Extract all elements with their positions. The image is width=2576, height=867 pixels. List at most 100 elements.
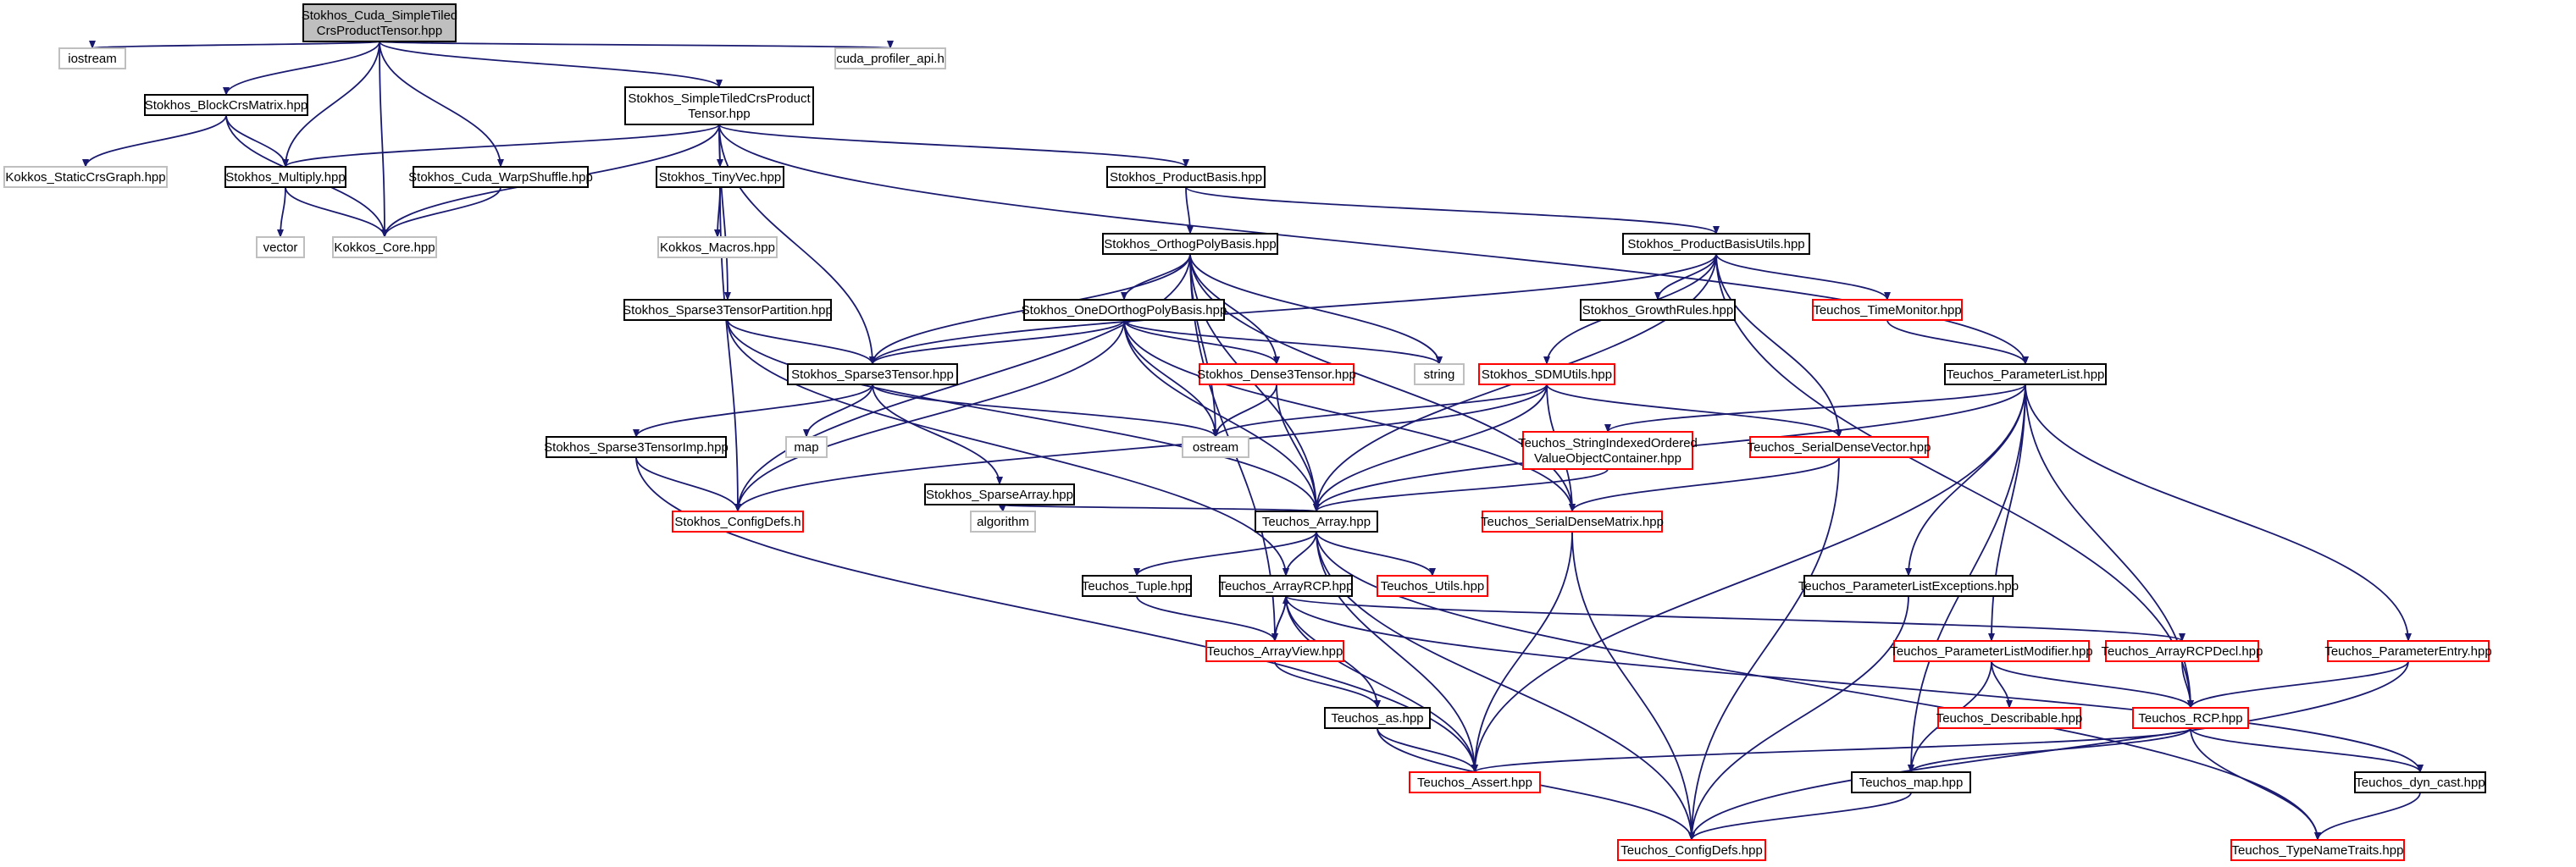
edge-prodbasisutils-to-growth: [1654, 253, 1717, 301]
edge-tarray-to-tuple: [1133, 531, 1317, 577]
edge-sparsearray-to-tarray: [999, 503, 1320, 512]
node-label: Teuchos_SerialDenseVector.hpp: [1748, 440, 1931, 455]
node-paramentry[interactable]: Teuchos_ParameterEntry.hpp: [2324, 640, 2492, 662]
node-arrayview[interactable]: Teuchos_ArrayView.hpp: [1205, 640, 1344, 662]
edge-oned-to-tarray: [1123, 319, 1320, 512]
node-sparsearray[interactable]: Stokhos_SparseArray.hpp: [924, 483, 1075, 505]
node-oned[interactable]: Stokhos_OneDOrthogPolyBasis.hpp: [1022, 299, 1227, 321]
node-describable[interactable]: Teuchos_Describable.hpp: [1936, 707, 2083, 729]
node-box: [1851, 771, 1971, 793]
node-tinyvec[interactable]: Stokhos_TinyVec.hpp: [656, 166, 784, 188]
node-vector[interactable]: vector: [256, 236, 305, 258]
node-box: [2132, 707, 2249, 729]
node-tuple[interactable]: Teuchos_Tuple.hpp: [1082, 575, 1192, 597]
node-sp3imp[interactable]: Stokhos_Sparse3TensorImp.hpp: [544, 436, 728, 458]
node-iostream[interactable]: iostream: [58, 47, 126, 69]
node-prodbasis[interactable]: Stokhos_ProductBasis.hpp: [1106, 166, 1266, 188]
node-paramlist[interactable]: Teuchos_ParameterList.hpp: [1944, 363, 2107, 385]
node-box: [1893, 640, 2090, 662]
edge-sp3-to-sparsearray: [872, 384, 1003, 485]
edge-sp3part-to-sp3: [727, 319, 876, 365]
node-box: [2230, 839, 2405, 861]
node-configdefsh[interactable]: Stokhos_ConfigDefs.h: [672, 511, 804, 533]
node-label: CrsProductTensor.hpp: [317, 24, 442, 38]
node-box: [2354, 771, 2486, 793]
node-arrayrcp[interactable]: Teuchos_ArrayRCP.hpp: [1219, 575, 1354, 597]
node-tutils[interactable]: Teuchos_Utils.hpp: [1377, 575, 1488, 597]
node-serialvec[interactable]: Teuchos_SerialDenseVector.hpp: [1748, 436, 1931, 458]
node-arrayrcpdecl[interactable]: Teuchos_ArrayRCPDecl.hpp: [2102, 640, 2263, 662]
node-tmap[interactable]: Teuchos_map.hpp: [1851, 771, 1971, 793]
node-label: Teuchos_Describable.hpp: [1936, 711, 2083, 726]
edge-root-to-simpletiled: [379, 41, 723, 88]
node-sp3part[interactable]: Stokhos_Sparse3TensorPartition.hpp: [623, 299, 833, 321]
node-string[interactable]: string: [1414, 363, 1465, 385]
node-dyncast[interactable]: Teuchos_dyn_cast.hpp: [2354, 771, 2486, 793]
node-label: Stokhos_Multiply.hpp: [225, 170, 345, 185]
node-kcore[interactable]: Kokkos_Core.hpp: [332, 236, 437, 258]
node-growth[interactable]: Stokhos_GrowthRules.hpp: [1580, 299, 1736, 321]
node-label: string: [1424, 367, 1455, 382]
node-label: vector: [263, 240, 298, 255]
edge-orthopoly-to-dense3: [1189, 253, 1280, 365]
node-kmacros[interactable]: Kokkos_Macros.hpp: [657, 236, 778, 258]
node-box: [144, 94, 308, 116]
edge-root-to-blockcrs: [223, 41, 380, 96]
node-box: [1749, 436, 1929, 458]
node-dense3[interactable]: Stokhos_Dense3Tensor.hpp: [1197, 363, 1356, 385]
node-box: [546, 436, 727, 458]
node-label: Teuchos_as.hpp: [1331, 711, 1423, 726]
edge-tinyvec-to-configdefsh: [719, 186, 741, 512]
node-box: [1324, 707, 1431, 729]
node-plmodifier[interactable]: Teuchos_ParameterListModifier.hpp: [1890, 640, 2093, 662]
node-map[interactable]: map: [785, 436, 828, 458]
node-sdmutils[interactable]: Stokhos_SDMUtils.hpp: [1478, 363, 1615, 385]
edge-prodbasisutils-to-timemon: [1715, 253, 1891, 301]
node-tarray[interactable]: Teuchos_Array.hpp: [1255, 511, 1378, 533]
edge-tas-to-tassert: [1377, 727, 1478, 773]
node-timemon[interactable]: Teuchos_TimeMonitor.hpp: [1812, 299, 1963, 321]
edge-simpletiled-to-prodbasis: [718, 124, 1189, 168]
node-stringindexed[interactable]: Teuchos_StringIndexedOrderedValueObjectC…: [1518, 431, 1698, 470]
node-multiply[interactable]: Stokhos_Multiply.hpp: [224, 166, 346, 188]
node-serialmat[interactable]: Teuchos_SerialDenseMatrix.hpp: [1481, 511, 1664, 533]
edge-rcp-to-dyncast: [2190, 727, 2424, 773]
node-prodbasisutils[interactable]: Stokhos_ProductBasisUtils.hpp: [1622, 233, 1810, 255]
node-ostream[interactable]: ostream: [1182, 436, 1249, 458]
node-orthopoly[interactable]: Stokhos_OrthogPolyBasis.hpp: [1102, 233, 1278, 255]
node-typename[interactable]: Teuchos_TypeNameTraits.hpp: [2230, 839, 2405, 861]
edge-sp3part-to-tarray: [727, 319, 1320, 512]
node-label: Teuchos_Array.hpp: [1262, 515, 1371, 529]
node-kstaticcrs[interactable]: Kokkos_StaticCrsGraph.hpp: [3, 166, 168, 188]
node-blockcrs[interactable]: Stokhos_BlockCrsMatrix.hpp: [144, 94, 308, 116]
node-label: Stokhos_Sparse3TensorPartition.hpp: [623, 303, 833, 318]
node-plexceptions[interactable]: Teuchos_ParameterListExceptions.hpp: [1798, 575, 2019, 597]
node-label: Stokhos_Cuda_WarpShuffle.hpp: [408, 170, 593, 185]
edge-multiply-to-vector: [277, 186, 286, 238]
node-rcp[interactable]: Teuchos_RCP.hpp: [2132, 707, 2249, 729]
node-tconfigdefs[interactable]: Teuchos_ConfigDefs.hpp: [1617, 839, 1766, 861]
edge-arrayrcp-to-dyncast: [1285, 595, 2424, 773]
edge-dense3-to-tarray: [1276, 384, 1320, 512]
node-box: [1622, 233, 1810, 255]
edge-prodbasis-to-orthopoly: [1185, 186, 1194, 235]
node-cudaprof[interactable]: cuda_profiler_api.h: [834, 47, 946, 69]
node-label: Kokkos_Macros.hpp: [660, 240, 775, 255]
edge-tarray-to-tconfigdefs: [1316, 531, 1695, 841]
node-label: Teuchos_TimeMonitor.hpp: [1813, 303, 1961, 318]
node-sp3[interactable]: Stokhos_Sparse3Tensor.hpp: [787, 363, 958, 385]
edge-plexceptions-to-tconfigdefs: [1688, 595, 1909, 841]
edge-arrayview-to-arrayrcp: [1274, 595, 1289, 642]
edge-sparsearray-to-algorithm: [999, 503, 1006, 512]
node-label: Teuchos_Tuple.hpp: [1082, 579, 1192, 594]
node-box: [1478, 363, 1615, 385]
node-algorithm[interactable]: algorithm: [970, 511, 1036, 533]
edge-stringindexed-to-tarray: [1313, 468, 1609, 512]
node-label: Teuchos_ArrayRCP.hpp: [1219, 579, 1354, 594]
node-tassert[interactable]: Teuchos_Assert.hpp: [1409, 771, 1541, 793]
node-box: [1617, 839, 1766, 861]
node-tas[interactable]: Teuchos_as.hpp: [1324, 707, 1431, 729]
node-warpshuffle[interactable]: Stokhos_Cuda_WarpShuffle.hpp: [408, 166, 593, 188]
